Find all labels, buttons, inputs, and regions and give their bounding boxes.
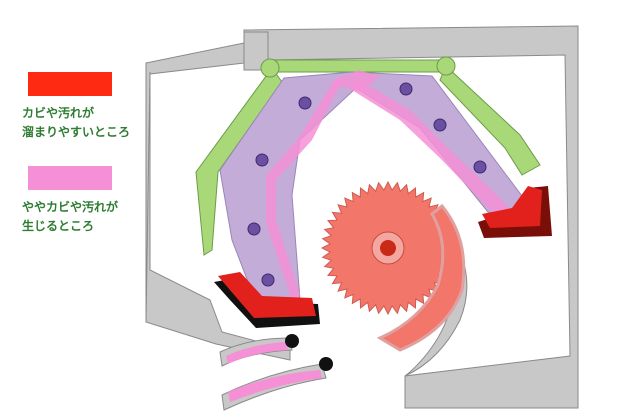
legend-item-heavy: カビや汚れが 溜まりやすいところ [22, 72, 172, 142]
cross-flow-fan-icon [320, 180, 456, 316]
duct-dot [399, 82, 413, 96]
top-rod [269, 59, 449, 73]
duct-dot [433, 118, 447, 132]
mold-guide-arc [376, 203, 466, 352]
pivot-right [436, 56, 456, 76]
pink-strip-top [330, 70, 380, 92]
fan-hub [380, 240, 396, 256]
pivot-left [260, 58, 280, 78]
drain-pan-left [218, 272, 316, 318]
legend-label-light: ややカビや汚れが 生じるところ [22, 200, 119, 233]
duct-dots [247, 82, 487, 287]
duct-dot [298, 96, 312, 110]
louver-right [439, 65, 541, 176]
drain-pan-right [482, 186, 542, 228]
duct-dot [255, 153, 269, 167]
duct-dot [473, 160, 487, 174]
pink-strip-right [352, 78, 512, 220]
vane-1-pivot [285, 334, 299, 348]
legend-item-light: ややカビや汚れが 生じるところ [22, 166, 172, 236]
legend: カビや汚れが 溜まりやすいところ ややカビや汚れが 生じるところ [22, 72, 172, 260]
legend-swatch-pink [28, 166, 112, 190]
duct-dot [247, 222, 261, 236]
vane-2-pivot [319, 357, 333, 371]
legend-swatch-red [28, 72, 112, 96]
duct-dot [261, 273, 275, 287]
lower-vane-2-pink [228, 370, 322, 402]
legend-label-heavy: カビや汚れが 溜まりやすいところ [22, 106, 131, 139]
lower-vane-1-pink [226, 342, 288, 364]
